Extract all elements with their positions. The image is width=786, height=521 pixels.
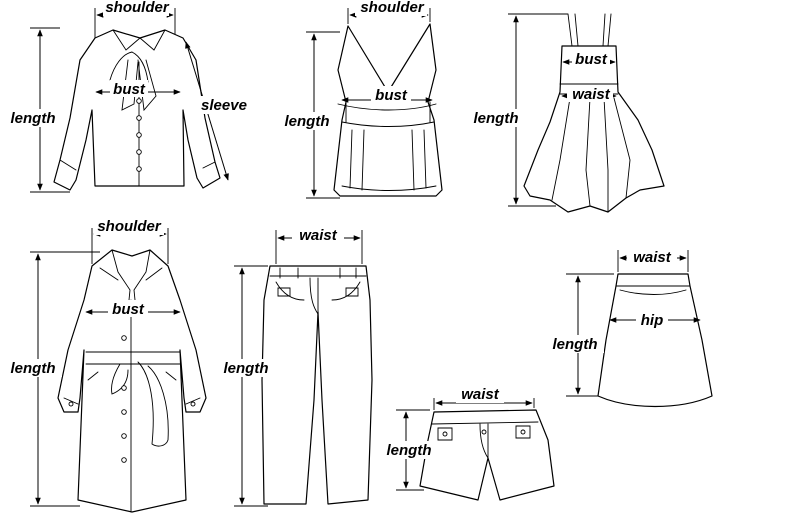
skirt-length-label: length (553, 336, 598, 353)
coat-shoulder-measure: shoulder (91, 217, 169, 264)
pants-outline (261, 265, 373, 505)
coat-length-measure: length (6, 251, 100, 507)
coat-bust-measure: bust (85, 300, 181, 318)
tank-top-shoulder-label: shoulder (360, 0, 425, 16)
shorts-figure: waist length (382, 385, 555, 501)
dress-length-label: length (474, 110, 519, 127)
blouse-length-label: length (11, 110, 56, 127)
blouse-bust-label: bust (113, 81, 146, 98)
blouse-length-measure: length (6, 27, 70, 193)
dress-waist-measure: waist (561, 85, 617, 103)
coat-outline (57, 249, 207, 513)
dress-bust-measure: bust (562, 50, 616, 68)
shorts-length-label: length (387, 442, 432, 459)
pants-waist-measure: waist (275, 226, 363, 264)
shorts-outline (419, 409, 555, 501)
skirt-waist-label: waist (633, 249, 672, 266)
blouse-buttons (136, 81, 142, 172)
dress-waist-label: waist (572, 86, 611, 103)
shorts-length-measure: length (382, 409, 436, 491)
dress-bust-label: bust (575, 51, 608, 68)
dress-figure: bust waist length (470, 13, 665, 213)
skirt-hip-measure: hip (609, 311, 701, 329)
coat-buttons (68, 311, 196, 463)
tank-top-length-measure: length (281, 31, 340, 199)
tank-top-bust-label: bust (375, 87, 408, 104)
pants-figure: waist length (218, 226, 373, 507)
dress-outline (523, 13, 665, 213)
pants-length-label: length (224, 360, 269, 377)
tank-top-shoulder-measure: shoulder (347, 0, 431, 24)
pants-length-measure: length (218, 265, 274, 507)
tank-top-outline (333, 23, 443, 197)
coat-length-label: length (11, 360, 56, 377)
blouse-bust-measure: bust (95, 80, 181, 98)
shorts-buttons (442, 429, 526, 437)
coat-shoulder-label: shoulder (97, 218, 162, 235)
blouse-figure: shoulder bust length sleeve (6, 0, 251, 193)
shorts-waist-measure: waist (433, 385, 535, 410)
coat-bust-label: bust (112, 301, 145, 318)
blouse-sleeve-label: sleeve (201, 97, 247, 114)
blouse-sleeve-measure: sleeve (185, 41, 251, 181)
dress-length-measure: length (470, 13, 568, 207)
tank-top-bust-measure: bust (341, 86, 433, 104)
skirt-outline (597, 273, 713, 408)
blouse-shoulder-label: shoulder (105, 0, 170, 16)
tank-top-figure: shoulder bust length (281, 0, 443, 199)
pants-waist-label: waist (299, 227, 338, 244)
skirt-figure: waist hip length (548, 248, 713, 408)
skirt-hip-label: hip (641, 312, 664, 329)
tank-top-length-label: length (285, 113, 330, 130)
blouse-shoulder-measure: shoulder (94, 0, 176, 38)
skirt-length-measure: length (548, 273, 614, 397)
skirt-waist-measure: waist (617, 248, 689, 272)
shorts-waist-label: waist (461, 386, 500, 403)
blouse-outline (53, 29, 221, 191)
coat-figure: shoulder bust length (6, 217, 207, 513)
